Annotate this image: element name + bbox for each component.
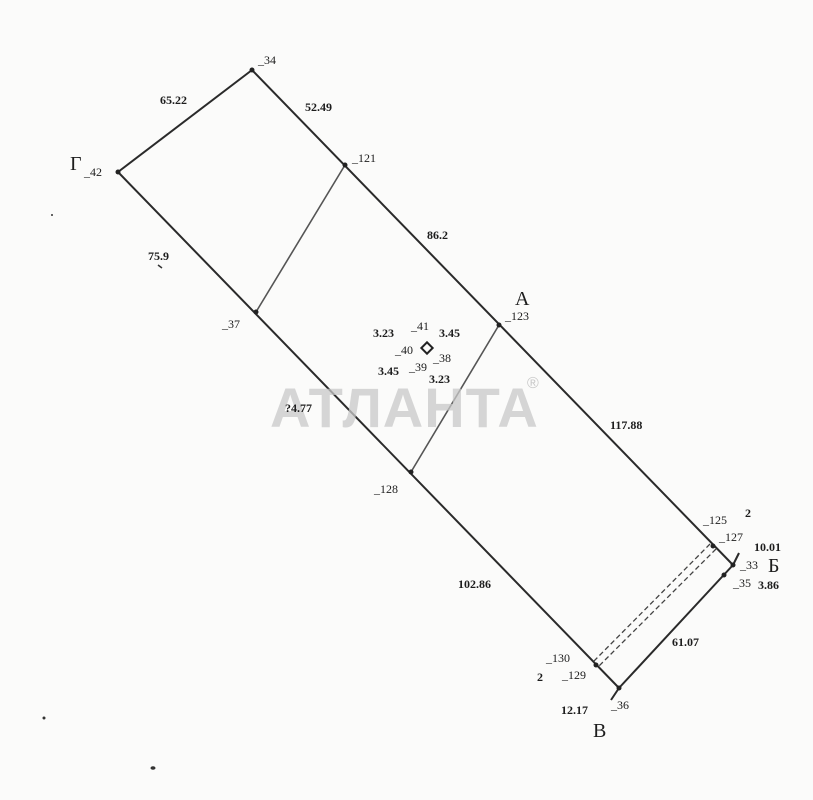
edge-42-36: [117, 171, 620, 689]
edge-34-33: [251, 69, 734, 566]
dimension-37-128: ?4.77: [285, 401, 312, 415]
inner-divisions: [255, 164, 717, 668]
corner-letter-b: Б: [768, 555, 779, 577]
corner-letter-v: В: [593, 720, 606, 742]
edge-42-34: [117, 69, 253, 173]
node-127: [710, 543, 716, 549]
point-label-34: _34: [257, 53, 276, 67]
node-121: [342, 162, 348, 168]
division-123-128: [410, 324, 500, 473]
point-label-125: _125: [702, 513, 727, 527]
easement-line-2: [597, 548, 717, 668]
point-label-42: _42: [83, 165, 102, 179]
watermark: АТЛАНТА ®: [270, 375, 539, 439]
point-label-35: _35: [732, 576, 751, 590]
corner-letter-a: А: [515, 288, 530, 310]
node-35: [721, 572, 727, 578]
point-label-39: _39: [408, 360, 427, 374]
dimension-35-36: 61.07: [672, 635, 699, 649]
node-129: [593, 662, 599, 668]
scan-specks: [42, 214, 163, 770]
point-label-40: _40: [394, 343, 413, 357]
node-42: [115, 169, 121, 175]
division-121-37: [255, 164, 346, 313]
point-label-121: _121: [351, 151, 376, 165]
point-label-38: _38: [432, 351, 451, 365]
edge-36-33: [618, 564, 734, 689]
dimension-42-37: 75.9: [148, 249, 169, 263]
point-label-130: _130: [545, 651, 570, 665]
dimension-123-125: 117.88: [610, 418, 642, 432]
node-34: [249, 67, 255, 73]
dimension-34-121: 52.49: [305, 100, 332, 114]
survey-nodes: [115, 67, 736, 691]
dimension-121-123: 86.2: [427, 228, 448, 242]
structure-icon: [419, 340, 435, 356]
dimension-33-35: 3.86: [758, 578, 779, 592]
watermark-registered-mark: ®: [527, 375, 539, 392]
dimension-square-bottom-left: 3.45: [378, 364, 399, 378]
structure-square: [419, 340, 435, 356]
node-36: [616, 685, 622, 691]
point-label-36: _36: [610, 698, 629, 712]
watermark-text: АТЛАНТА: [270, 376, 539, 439]
parcel-number-top-right: 2: [745, 506, 751, 520]
dimension-square-bottom-right: 3.23: [429, 372, 450, 386]
point-label-41: _41: [410, 319, 429, 333]
corner-letter-g: Г: [70, 153, 82, 175]
easement-line-1: [592, 543, 711, 663]
node-33: [730, 562, 736, 568]
dimension-square-top-left: 3.23: [373, 326, 394, 340]
dimension-129-36: 12.17: [561, 703, 588, 717]
dimension-128-129: 102.86: [458, 577, 491, 591]
point-label-123: _123: [504, 309, 529, 323]
parcel-number-bottom-left: 2: [537, 670, 543, 684]
dimension-42-34: 65.22: [160, 93, 187, 107]
point-label-33: _33: [739, 558, 758, 572]
point-label-37: _37: [221, 317, 240, 331]
node-123: [496, 322, 502, 328]
node-37: [253, 309, 259, 315]
dimension-square-top-right: 3.45: [439, 326, 460, 340]
dimension-127-33: 10.01: [754, 540, 781, 554]
node-128: [408, 469, 414, 475]
point-label-128: _128: [373, 482, 398, 496]
point-label-129: _129: [561, 668, 586, 682]
point-label-127: _127: [718, 530, 743, 544]
